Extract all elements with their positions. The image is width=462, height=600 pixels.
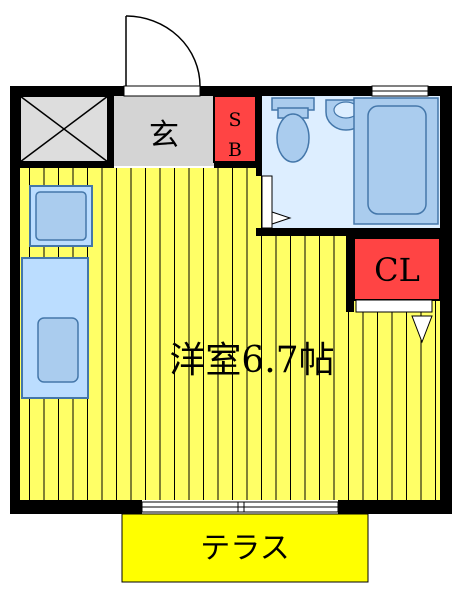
door-swing-icon[interactable] xyxy=(123,15,201,97)
pipe-space-x-icon xyxy=(19,95,109,163)
entrance-floor xyxy=(114,96,214,166)
closet-label: CL xyxy=(374,251,420,289)
terrace xyxy=(121,513,369,583)
shoe-box-label-bottom: B xyxy=(228,139,242,161)
closet-door-icon xyxy=(355,299,433,344)
bathtub-icon xyxy=(353,97,439,225)
sink-icon xyxy=(21,257,89,399)
bathroom-door-icon xyxy=(261,175,292,229)
sliding-door-icon xyxy=(141,501,339,513)
main-room-label: 洋室6.7帖 xyxy=(169,340,334,381)
shoe-box-label-top: S xyxy=(228,109,241,131)
stove-icon xyxy=(29,185,93,247)
terrace-label: テラス xyxy=(200,531,289,566)
toilet-icon xyxy=(276,107,310,163)
window-icon xyxy=(371,85,429,97)
walls xyxy=(10,86,452,514)
entrance-label: 玄 xyxy=(149,118,179,153)
